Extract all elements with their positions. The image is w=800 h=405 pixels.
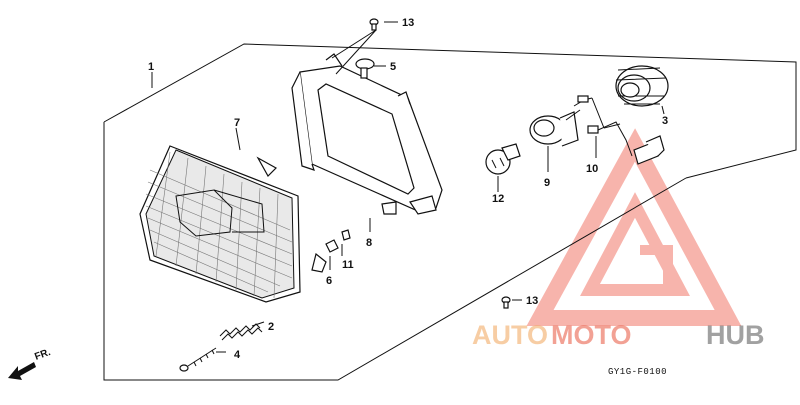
callout-11: 11 — [342, 259, 354, 271]
headlight-case — [291, 53, 443, 215]
callout-5: 5 — [390, 61, 396, 73]
callout-13-bottom: 13 — [526, 295, 538, 307]
wire-harness-10 — [573, 95, 665, 165]
callout-10: 10 — [586, 163, 598, 175]
callout-8: 8 — [366, 237, 372, 249]
watermark-auto: AUTO — [472, 320, 548, 350]
watermark-text: AUTO MOTO HUB — [472, 320, 765, 350]
screw-13-top — [369, 18, 379, 31]
callout-4: 4 — [234, 349, 241, 361]
bulb-12 — [485, 143, 521, 175]
callout-6: 6 — [326, 275, 332, 287]
callout-13-top: 13 — [402, 17, 414, 29]
watermark-moto: MOTO — [551, 320, 632, 350]
callout-3: 3 — [662, 115, 668, 127]
assembly-outline — [103, 43, 797, 381]
callout-9: 9 — [544, 177, 550, 189]
callout-labels: 1 7 13 5 3 10 9 12 8 11 6 2 4 13 — [148, 17, 668, 361]
headlight-unit — [139, 145, 327, 303]
watermark-logo-icon — [526, 128, 742, 326]
screw-4 — [179, 347, 217, 372]
front-direction-arrow: FR. — [8, 347, 52, 380]
drawing-code: GY1G-F0100 — [608, 367, 667, 377]
callout-7: 7 — [234, 117, 240, 129]
clip-6 — [325, 239, 339, 253]
dust-cover-3 — [615, 65, 669, 107]
socket-9 — [529, 109, 581, 147]
watermark-hub: HUB — [706, 320, 765, 350]
front-label: FR. — [33, 347, 52, 363]
callout-2: 2 — [268, 321, 274, 333]
callout-1: 1 — [148, 61, 154, 73]
leader-lines — [151, 21, 665, 353]
screw-13-bottom — [501, 296, 511, 309]
spring-2 — [219, 323, 263, 341]
nut-11 — [341, 229, 351, 241]
screw-5 — [355, 58, 375, 79]
callout-12: 12 — [492, 193, 504, 205]
